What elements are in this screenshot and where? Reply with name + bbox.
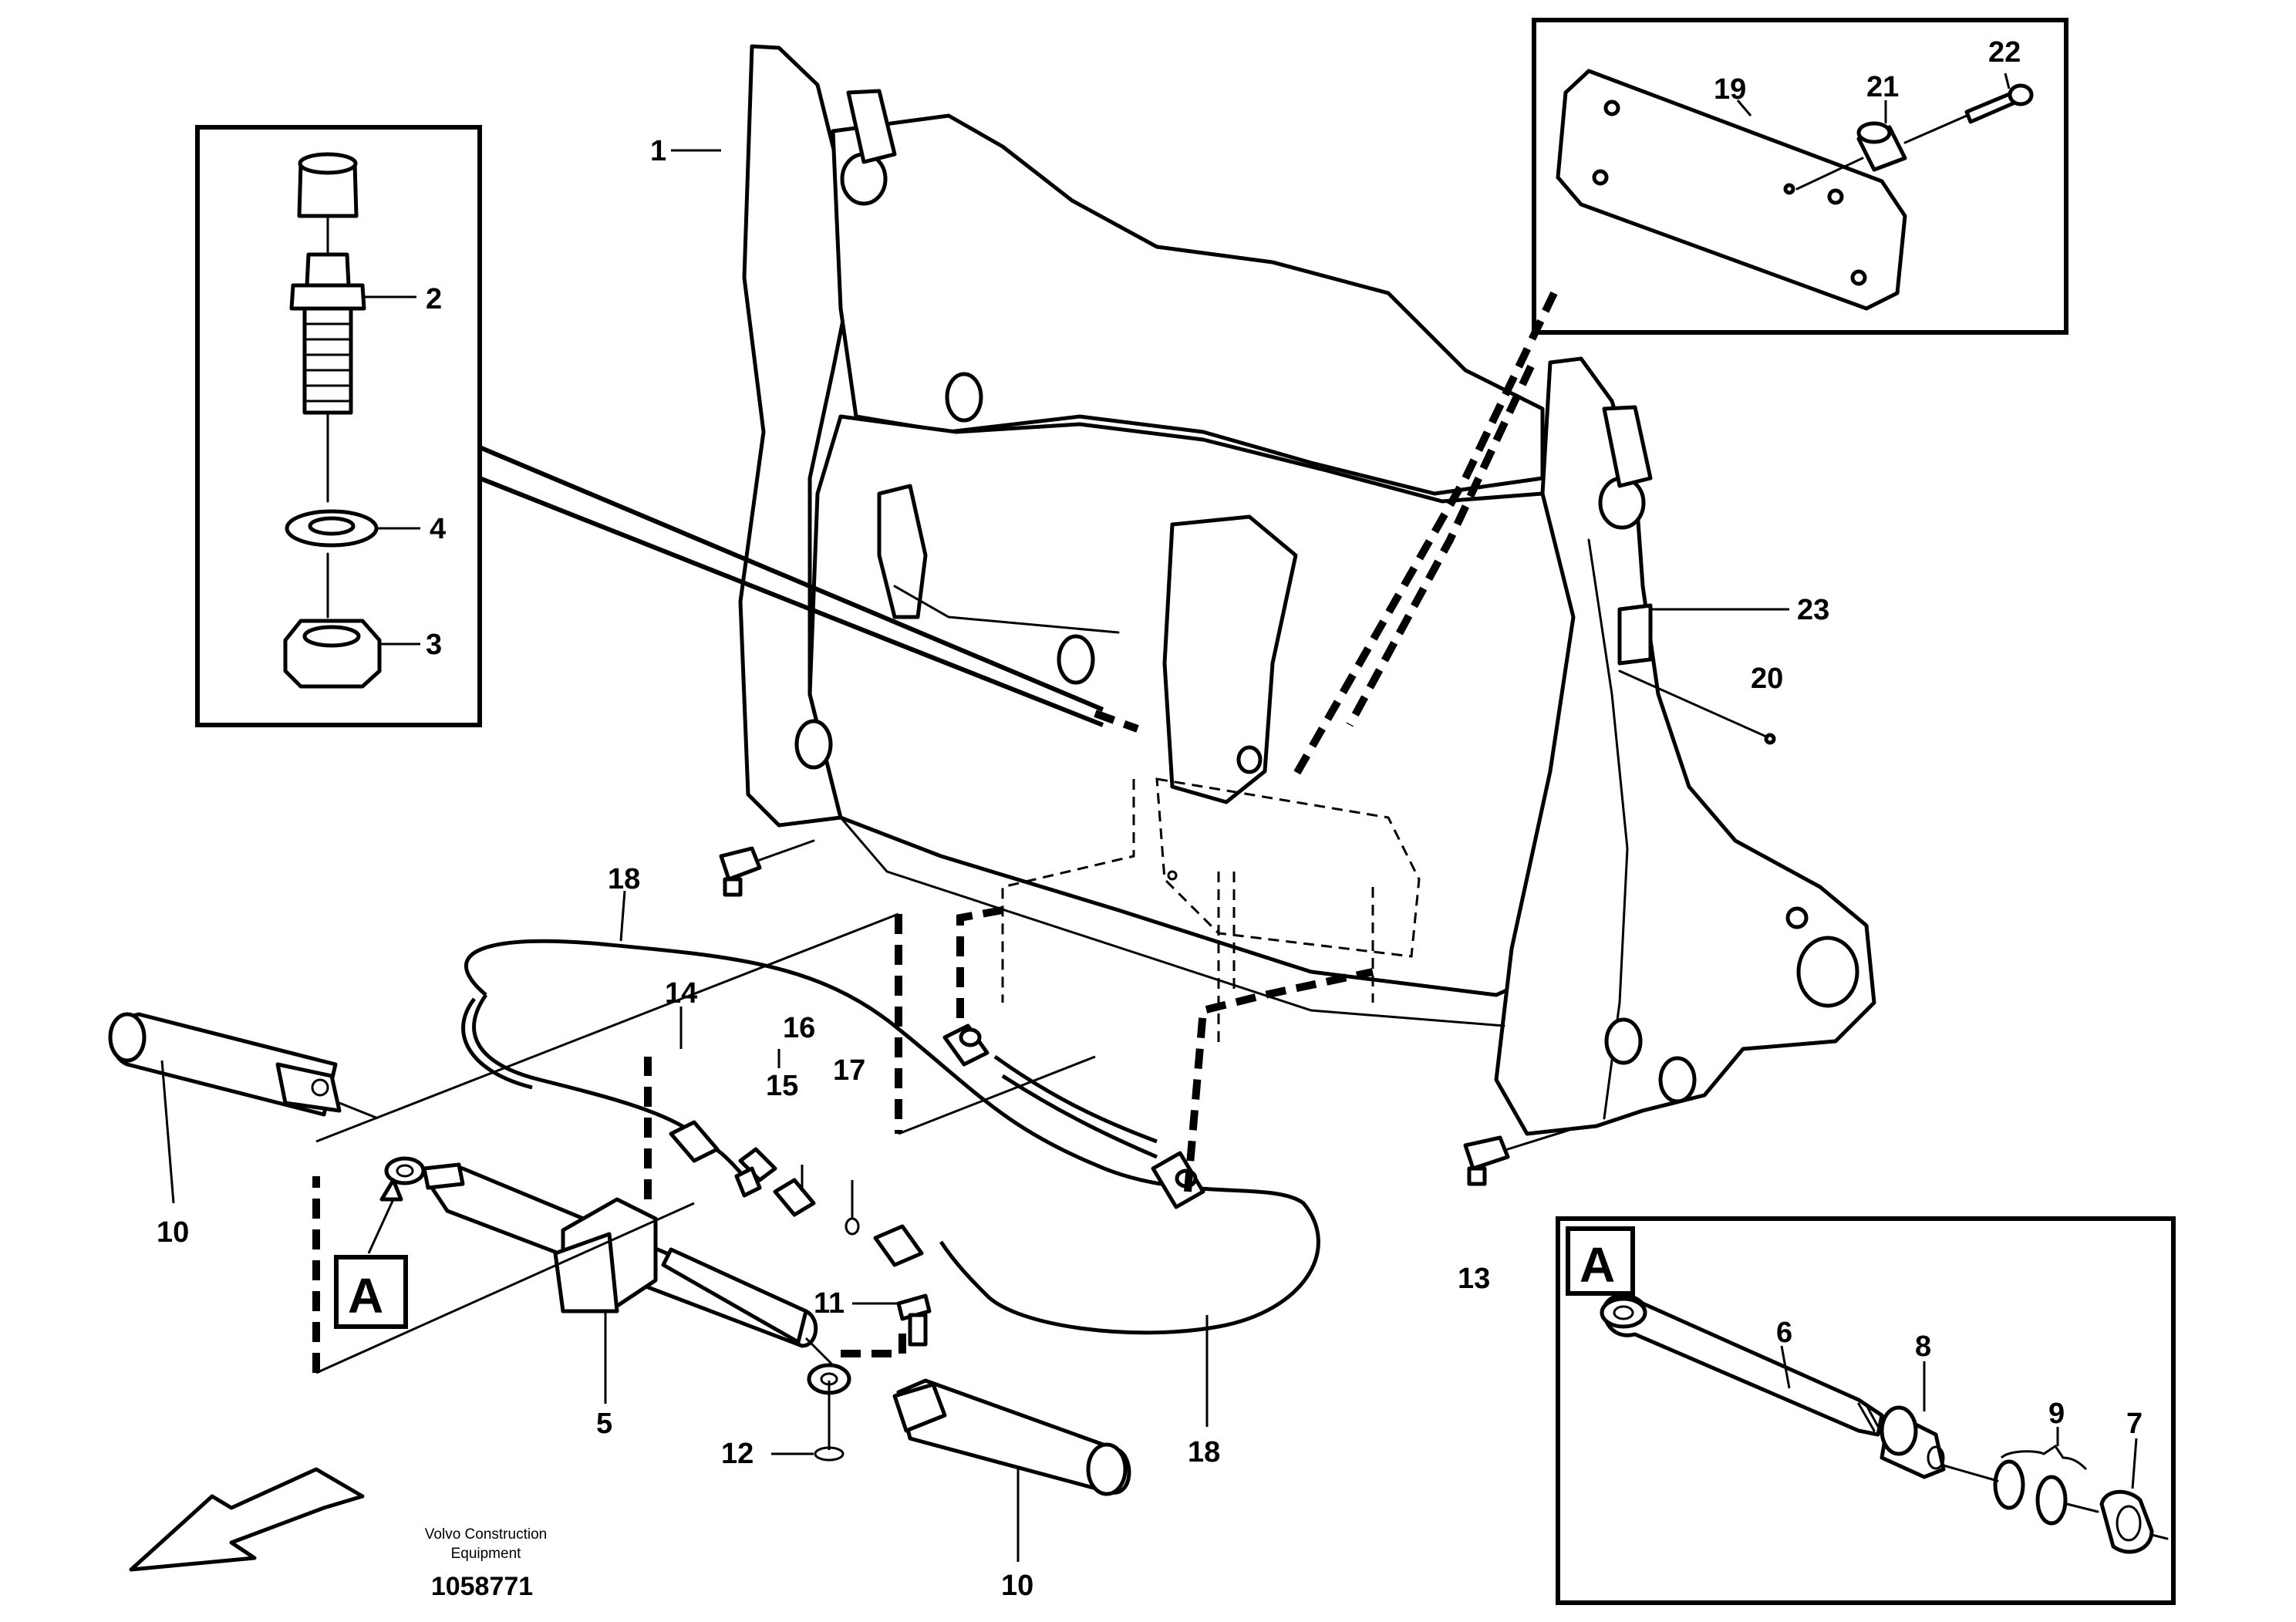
detail-marker-a-label: A xyxy=(348,1268,383,1324)
callout-13: 13 xyxy=(1458,1263,1490,1295)
cylinder-assembly xyxy=(312,912,1096,1450)
callout-18-lower: 18 xyxy=(1188,1436,1220,1469)
callout-15: 15 xyxy=(766,1070,798,1102)
callout-2: 2 xyxy=(426,283,442,315)
callout-19: 19 xyxy=(1714,73,1746,106)
callout-16: 16 xyxy=(783,1012,815,1044)
callout-6: 6 xyxy=(1776,1317,1792,1349)
clip-and-pin xyxy=(1617,603,1789,745)
detail-box-grease-fitting xyxy=(195,125,1139,733)
callout-18-upper: 18 xyxy=(608,863,640,895)
callout-5: 5 xyxy=(596,1408,612,1440)
attachment-bracket-frame xyxy=(719,44,1876,1186)
callout-11: 11 xyxy=(814,1287,845,1320)
callout-20: 20 xyxy=(1751,663,1783,695)
callout-8: 8 xyxy=(1915,1330,1931,1363)
detail-marker-a: A xyxy=(334,1178,408,1329)
drawing-caption: Volvo Construction Equipment 1058771 xyxy=(425,1526,547,1601)
hydraulic-fittings xyxy=(669,906,1374,1357)
callout-3: 3 xyxy=(426,629,442,661)
detail-box-a-label: A xyxy=(1580,1237,1615,1293)
callout-7: 7 xyxy=(2126,1408,2143,1440)
callout-labels: 1 2 3 4 5 6 7 8 9 10 10 11 12 13 14 15 1… xyxy=(157,36,2143,1602)
callout-10-lower: 10 xyxy=(1001,1570,1033,1602)
callout-1: 1 xyxy=(650,135,666,167)
callout-12: 12 xyxy=(721,1438,754,1470)
callout-21: 21 xyxy=(1866,71,1899,103)
drawing-number: 1058771 xyxy=(431,1572,533,1601)
callout-17: 17 xyxy=(833,1054,865,1087)
detail-box-cover-plate xyxy=(1292,18,2068,777)
caption-line-1: Volvo Construction xyxy=(425,1526,547,1543)
detail-box-a: A xyxy=(1556,1216,2176,1605)
direction-arrow xyxy=(129,1467,365,1572)
caption-line-2: Equipment xyxy=(451,1546,522,1562)
callout-14: 14 xyxy=(665,977,697,1010)
callout-10-upper: 10 xyxy=(157,1216,189,1249)
pins xyxy=(108,1012,1131,1562)
callout-22: 22 xyxy=(1988,36,2021,69)
callout-4: 4 xyxy=(430,513,446,545)
callout-23: 23 xyxy=(1797,594,1829,626)
callout-9: 9 xyxy=(2048,1398,2065,1430)
